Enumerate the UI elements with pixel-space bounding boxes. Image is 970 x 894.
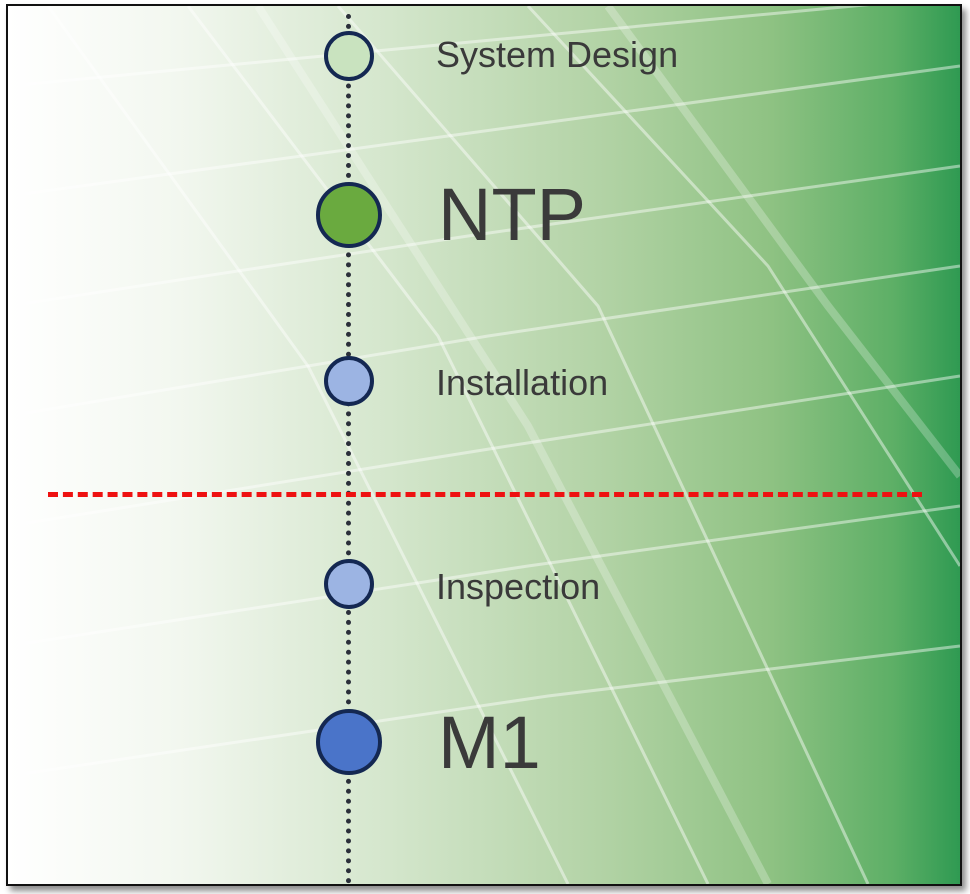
step-node-inspection [324, 559, 374, 609]
cutoff-line [48, 492, 922, 497]
milestone-label-ntp: NTP [438, 173, 586, 256]
step-label-system-design: System Design [436, 34, 679, 75]
step-node-system-design [324, 31, 374, 81]
step-node-installation [324, 356, 374, 406]
step-label-inspection: Inspection [436, 566, 601, 607]
milestone-node-ntp [316, 182, 382, 248]
timeline-axis [346, 14, 351, 884]
timeline-frame: System Design NTP Installation Inspectio… [6, 4, 962, 886]
milestone-node-m1 [316, 709, 382, 775]
milestone-label-m1: M1 [438, 701, 541, 784]
step-label-installation: Installation [436, 362, 609, 403]
